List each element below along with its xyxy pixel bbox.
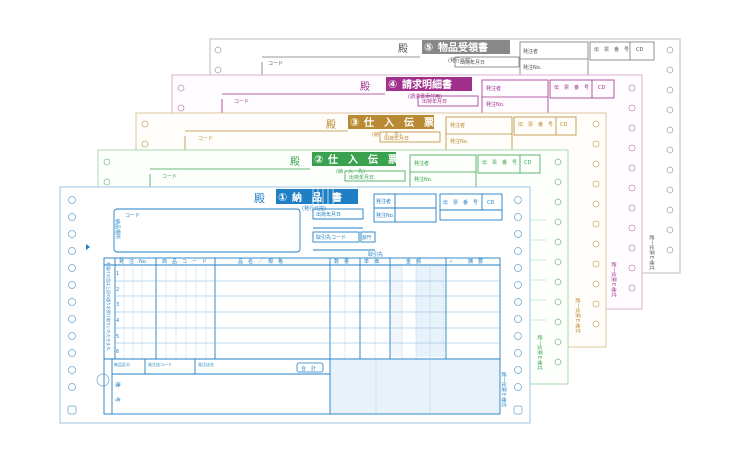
sheet-5-tono: 殿 [398, 43, 408, 55]
front-col-note: 摘 要 [468, 258, 483, 265]
sheet-3-ship-date: 出荷年月日 [384, 135, 409, 142]
sheet-2-title: 仕 入 伝 票 [327, 153, 398, 166]
sheet-3-tono: 殿 [326, 119, 336, 131]
sheet-4-title: 請求明細書 [402, 78, 452, 91]
sheet-5-number: ⑤ [424, 41, 433, 54]
front-col-unit: 単 価 [364, 258, 379, 265]
sheet-4-ship-date: 出荷年月日 [422, 98, 447, 105]
front-dept-label: 部門 [362, 234, 371, 241]
sheet-5-cd: CD [636, 47, 643, 53]
sheet-5-vertical-label: 統一伝票Ｅ様式 [648, 235, 655, 270]
sheet-4-subtitle: (請求書添付用) [408, 93, 442, 100]
sheet-2-tono: 殿 [290, 156, 300, 168]
sheet-4-orderer: 発注者 [486, 85, 501, 92]
sheet-3-order-no: 発注No. [450, 138, 469, 145]
front-row-number-4: 4 [116, 318, 119, 324]
front-cd-label: CD [487, 200, 494, 206]
sheet-4-slip-no: 伝 票 番 号 [554, 84, 589, 91]
front-col-item-code: 商 品 コ ー ド [162, 258, 207, 265]
front-side-note: お届けの品は上記の通りお受け取りいただきます。 [106, 262, 112, 354]
sheet-2-slip-no: 伝 票 番 号 [482, 159, 517, 166]
front-row-number-5: 5 [116, 334, 119, 340]
front-ship-date-label: 出荷年月日 [316, 211, 341, 218]
sheet-5-slip-no: 伝 票 番 号 [594, 46, 629, 53]
front-remarks-label: 備 考 [114, 382, 121, 402]
sheet-5-code: コード [268, 61, 283, 67]
sheet-3-slip-no: 伝 票 番 号 [518, 121, 553, 128]
sheet-3-cd: CD [560, 122, 567, 128]
front-ship-to-label: 納品場所 [114, 219, 121, 239]
front-slip-no-label: 伝 票 番 号 [443, 199, 478, 206]
sheet-1-number: ① [278, 191, 287, 204]
front-vertical-label: 統一伝票Ｅ様式 [500, 372, 507, 407]
front-supplier-label: 取引先 [368, 251, 383, 258]
front-supplier-code-label: 取引先コード [316, 234, 346, 241]
sheet-1-blue: 殿 ① 納 品 書 (発行元控) コード 納品場所 出荷年月日 取引先 [59, 186, 531, 424]
sheet-5-order-no: 発注No. [523, 64, 542, 71]
front-orderer-label: 発注者 [376, 198, 391, 205]
sheet-3-orderer: 発注者 [450, 122, 465, 129]
sprocket-holes [67, 196, 523, 415]
front-col-check: ✓ [449, 259, 453, 265]
front-row-number-3: 3 [116, 302, 119, 308]
sheet-4-order-no: 発注No. [486, 101, 505, 108]
front-code-label: コード [125, 213, 140, 219]
sheet-2-number: ② [314, 153, 323, 166]
front-dept-code: 発注店コード [148, 361, 172, 367]
front-col-order-no: 発 注 No. [119, 258, 148, 265]
front-col-qty: 数 量 [334, 258, 349, 265]
sheet-2-ship-date: 出荷年月日 [349, 174, 374, 181]
sheet-3-code: コード [198, 136, 213, 142]
sheet-3-vertical-label: 統一伝票Ｅ様式 [574, 298, 581, 333]
sheet-2-subtitle: (納 入 先) [336, 168, 365, 175]
sheet-1-subtitle: (発行元控) [302, 205, 326, 212]
front-row-number-2: 2 [116, 287, 119, 293]
sheet-4-cd: CD [598, 85, 605, 91]
sheet-2-cd: CD [524, 160, 531, 166]
sheet-4-number: ④ [388, 78, 397, 91]
front-col-amount: 金 額 [406, 258, 421, 265]
sheet-1-tono: 殿 [254, 192, 265, 205]
sheet-3-subtitle: (納 入 先) [372, 131, 401, 138]
sheet-4-tono: 殿 [360, 81, 370, 93]
sheet-2-code: コード [162, 174, 177, 180]
sheet-5-title: 物品受領書 [438, 41, 488, 54]
front-shop-name: 発注店名 [198, 361, 214, 367]
sheet-3-title: 仕 入 伝 票 [363, 116, 434, 129]
sheet-2-orderer: 発注者 [414, 160, 429, 167]
sheet-5-ship-date: 出荷年月日 [460, 59, 485, 66]
front-ship-method: 納品区分 [114, 361, 130, 367]
sheet-1-title: 納 品 書 [292, 191, 342, 204]
sheet-5-subtitle: (発行元控) [448, 57, 472, 64]
front-total-label: 合 計 [301, 365, 316, 372]
front-row-number-6: 6 [116, 349, 119, 355]
sheet-4-code: コード [234, 99, 249, 105]
sheet-5-orderer: 発注者 [523, 48, 538, 55]
sheet-2-vertical-label: 統一伝票Ｅ様式 [536, 335, 543, 370]
front-order-no-label: 発注No. [376, 212, 395, 219]
front-detail-table [103, 257, 501, 415]
front-row-number-1: 1 [116, 271, 119, 277]
sheet-4-vertical-label: 統一伝票Ｅ様式 [610, 262, 617, 297]
sheet-3-number: ③ [350, 116, 359, 129]
sheet-2-order-no: 発注No. [414, 176, 433, 183]
front-col-item-name: 品 名 ／ 規 格 [238, 258, 283, 265]
